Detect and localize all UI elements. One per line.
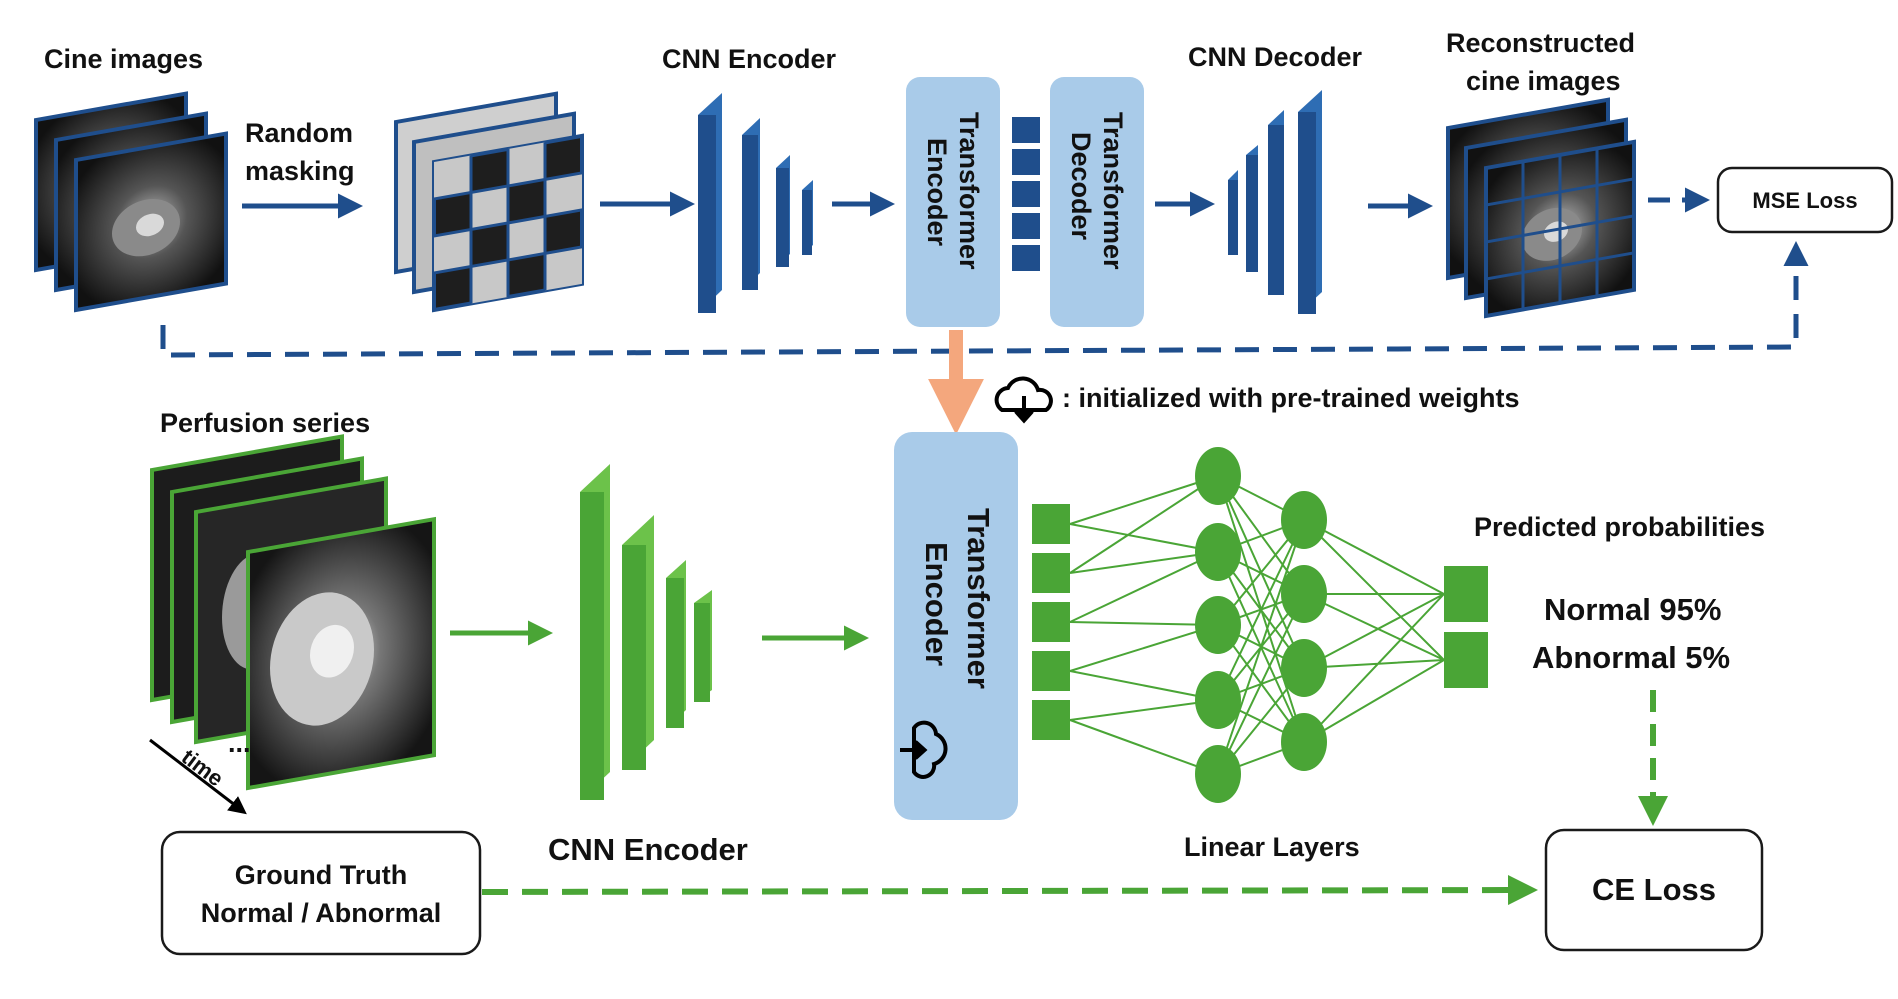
- skip-connection-to-mse: [160, 241, 1809, 358]
- cloud-upload-icon: [900, 720, 948, 779]
- ground-truth-box: [160, 830, 482, 956]
- top-cnn-encoder-blocks: [698, 93, 813, 313]
- cine-images-title: Cine images: [44, 44, 203, 74]
- ce-loss-label: CE Loss: [1592, 872, 1716, 907]
- time-label: time: [177, 744, 228, 791]
- perfusion-series-title: Perfusion series: [160, 408, 370, 438]
- cnn-decoder-blocks: [1228, 90, 1322, 314]
- cnn-decoder-title: CNN Decoder: [1188, 42, 1363, 72]
- latent-tokens: [1012, 117, 1040, 271]
- transformer-decoder-label-line1: Transformer: [1098, 112, 1128, 270]
- bottom-cnn-encoder-blocks: [580, 464, 712, 800]
- reconstructed-title-line2: cine images: [1466, 66, 1621, 96]
- ce-loss-box: [1544, 828, 1764, 952]
- top-cnn-encoder-title: CNN Encoder: [662, 44, 837, 74]
- mse-loss-label: MSE Loss: [1752, 188, 1857, 213]
- prediction-normal: Normal 95%: [1544, 592, 1721, 627]
- random-masking-label-line2: masking: [245, 156, 355, 186]
- bottom-transformer-encoder-label-line1: Transformer: [961, 508, 996, 689]
- transformer-decoder-box: [1050, 77, 1144, 327]
- prediction-abnormal: Abnormal 5%: [1532, 640, 1730, 675]
- ground-truth-to-ce-arrow: [481, 875, 1538, 906]
- transformer-decoder-label-line2: Decoder: [1066, 132, 1096, 241]
- cine-image-stack: [34, 91, 228, 313]
- top-transformer-encoder-label-line1: Transformer: [954, 112, 984, 270]
- perfusion-ellipsis: ...: [228, 728, 251, 758]
- bottom-transformer-encoder-label-line2: Encoder: [919, 542, 954, 666]
- reconstructed-image-stack: [1446, 97, 1636, 319]
- legend-text: : initialized with pre-trained weights: [1062, 383, 1520, 413]
- reconstructed-title-line1: Reconstructed: [1446, 28, 1635, 58]
- perfusion-image-stack: [150, 434, 436, 791]
- time-arrow: [149, 738, 247, 815]
- output-nodes: [1444, 566, 1488, 688]
- encoder-output-tokens: [1032, 504, 1070, 740]
- mse-loss-box: [1716, 166, 1894, 234]
- predicted-probabilities-title: Predicted probabilities: [1474, 512, 1765, 542]
- linear-layer-connections: [1069, 475, 1445, 775]
- random-masking-label-line1: Random: [245, 118, 353, 148]
- ground-truth-label-line1: Ground Truth: [235, 860, 407, 890]
- top-transformer-encoder-label-line2: Encoder: [922, 138, 952, 247]
- linear-layers-title: Linear Layers: [1184, 832, 1360, 862]
- linear-layer-nodes: [1195, 447, 1327, 803]
- cloud-download-icon: [994, 376, 1053, 424]
- top-transformer-encoder-box: [906, 77, 1000, 327]
- bottom-cnn-encoder-title: CNN Encoder: [548, 832, 748, 867]
- ground-truth-label-line2: Normal / Abnormal: [201, 898, 442, 928]
- masked-image-stack: [394, 91, 584, 313]
